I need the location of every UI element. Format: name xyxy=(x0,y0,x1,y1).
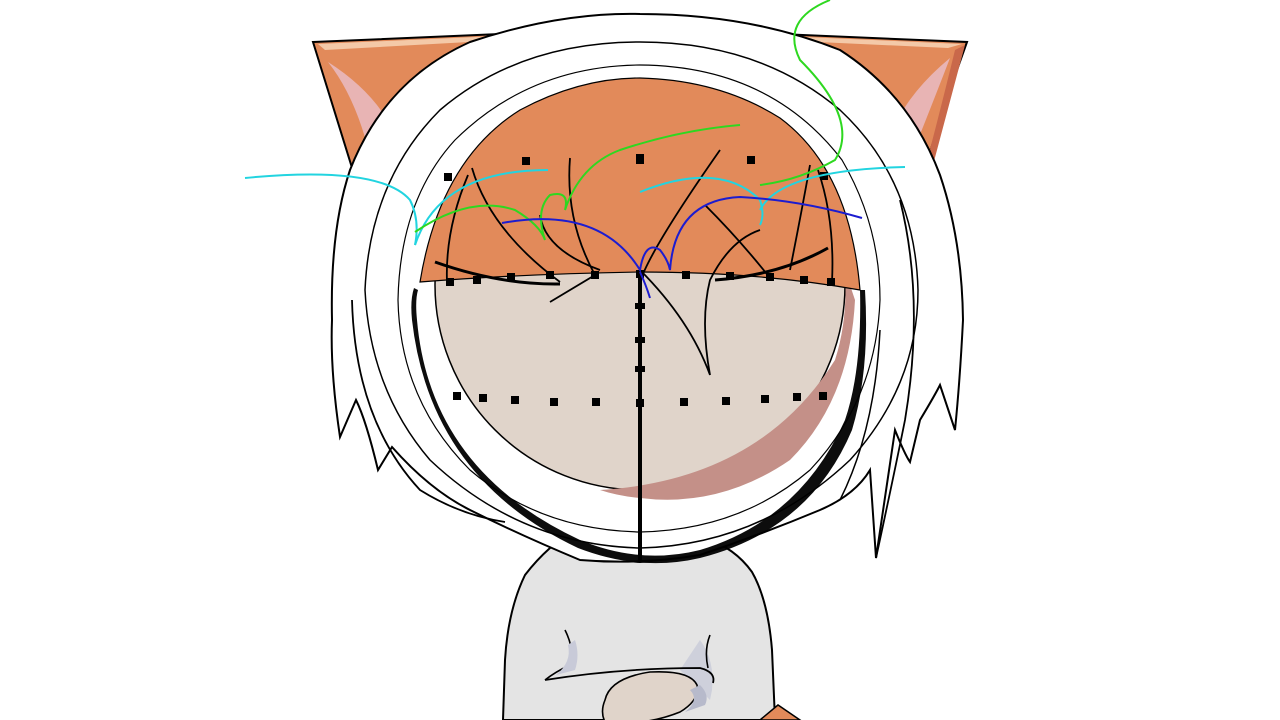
sleeve-fold-right xyxy=(705,634,711,669)
blue-guide-strokes xyxy=(501,195,863,299)
crown-dots xyxy=(444,154,828,181)
side-hair-right-inner xyxy=(839,329,881,501)
shirt-shadow xyxy=(680,640,713,700)
eyeline-dots xyxy=(453,392,827,407)
green-guide-strokes xyxy=(414,0,844,241)
hand-shadow xyxy=(685,685,707,712)
fringe-strand-8 xyxy=(817,169,834,283)
crossed-arm xyxy=(544,667,715,684)
side-hair-right xyxy=(875,199,915,559)
side-hair-left xyxy=(351,299,506,523)
face-shadow xyxy=(600,270,855,500)
center-dots xyxy=(635,303,645,372)
hand xyxy=(601,670,699,720)
right-ear-highlight xyxy=(760,35,962,48)
fringe-strand-5 xyxy=(639,229,761,376)
left-ear-highlight xyxy=(318,35,520,50)
sleeve-fold-left-shadow xyxy=(556,640,578,675)
fringe-strand-7 xyxy=(789,164,811,271)
tail-tip xyxy=(758,704,802,720)
hair-part-line xyxy=(434,260,561,286)
construction-guides xyxy=(244,0,906,562)
fringe-strand-6 xyxy=(704,204,771,279)
